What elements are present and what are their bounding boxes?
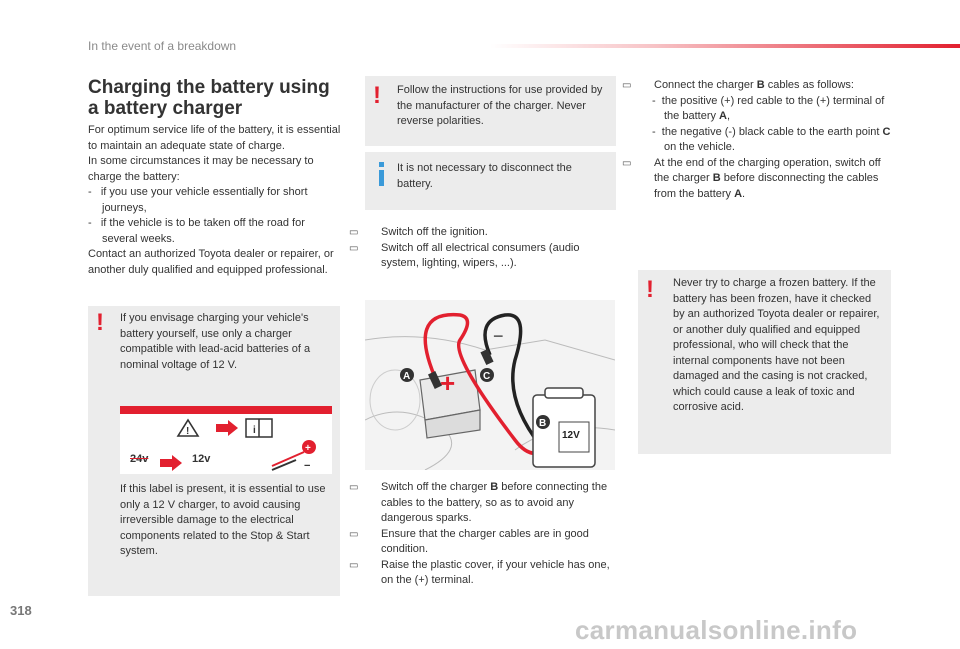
- left-warning-box: ! If you envisage charging your vehicle'…: [88, 306, 340, 596]
- mid-warning-text: Follow the instructions for use provided…: [397, 84, 603, 127]
- section-header: In the event of a breakdown: [88, 39, 237, 53]
- step-item: ▭Ensure that the charger cables are in g…: [349, 527, 589, 556]
- watermark: carmanualsonline.info: [575, 615, 858, 645]
- step-item: ▭Raise the plastic cover, if your vehicl…: [349, 558, 610, 587]
- sub-item: - the positive (+) red cable to the (+) …: [652, 94, 885, 123]
- mid-info-box: It is not necessary to disconnect the ba…: [365, 152, 616, 210]
- mid-warning-box: ! Follow the instructions for use provid…: [365, 76, 616, 146]
- marker-c: C: [483, 371, 490, 382]
- intro-item: - if you use your vehicle essentially fo…: [88, 186, 308, 214]
- charger: [532, 387, 596, 468]
- charging-diagram: + − 12V A C B: [365, 300, 615, 470]
- marker-a: A: [403, 371, 410, 382]
- label-note: If this label is present, it is essentia…: [120, 483, 326, 557]
- svg-text:+: +: [305, 443, 311, 454]
- mid-info-text: It is not necessary to disconnect the ba…: [397, 162, 572, 190]
- svg-text:−: −: [304, 460, 310, 472]
- svg-text:+: +: [440, 368, 455, 398]
- label-symbols: ! i + −: [160, 418, 316, 472]
- right-warning-text: Never try to charge a frozen battery. If…: [673, 277, 880, 413]
- intro-p1: For optimum service life of the battery,…: [88, 124, 341, 152]
- info-icon: [379, 162, 384, 186]
- svg-text:−: −: [493, 326, 504, 346]
- svg-text:!: !: [186, 426, 189, 437]
- intro-p3: Contact an authorized Toyota dealer or r…: [88, 248, 334, 276]
- step-item: ▭Switch off all electrical consumers (au…: [349, 241, 580, 270]
- intro-text: For optimum service life of the battery,…: [88, 123, 343, 278]
- page-title: Charging the battery using a battery cha…: [88, 77, 330, 119]
- steps-top: ▭Switch off the ignition. ▭Switch off al…: [349, 225, 617, 272]
- charger-label-image: ! i + − 24v 12v: [120, 406, 332, 474]
- charger-label: 12V: [562, 430, 580, 441]
- right-warning-box: ! Never try to charge a frozen battery. …: [638, 270, 891, 454]
- label-12v: 12v: [192, 453, 211, 465]
- intro-item: - if the vehicle is to be taken off the …: [88, 217, 305, 245]
- warning-icon: !: [96, 309, 104, 336]
- step-item: ▭At the end of the charging operation, s…: [622, 156, 881, 200]
- warning-icon: !: [646, 276, 654, 303]
- step-item: ▭Switch off the charger B before connect…: [349, 481, 608, 524]
- steps-bottom: ▭Switch off the charger B before connect…: [349, 480, 617, 589]
- step-item: ▭Connect the charger B cables as follows…: [622, 79, 854, 91]
- steps-right: ▭Connect the charger B cables as follows…: [622, 78, 893, 202]
- left-warning-text: If you envisage charging your vehicle's …: [120, 312, 311, 371]
- label-red-band: [120, 406, 332, 414]
- intro-p2: In some circumstances it may be necessar…: [88, 155, 314, 183]
- warning-icon: !: [373, 82, 381, 109]
- svg-text:i: i: [253, 425, 256, 436]
- page-number: 318: [10, 603, 32, 618]
- sub-item: - the negative (-) black cable to the ea…: [652, 125, 891, 154]
- header-bar: [490, 44, 960, 48]
- label-24v: 24v: [130, 453, 149, 465]
- step-item: ▭Switch off the ignition.: [349, 226, 488, 238]
- marker-b: B: [539, 418, 546, 429]
